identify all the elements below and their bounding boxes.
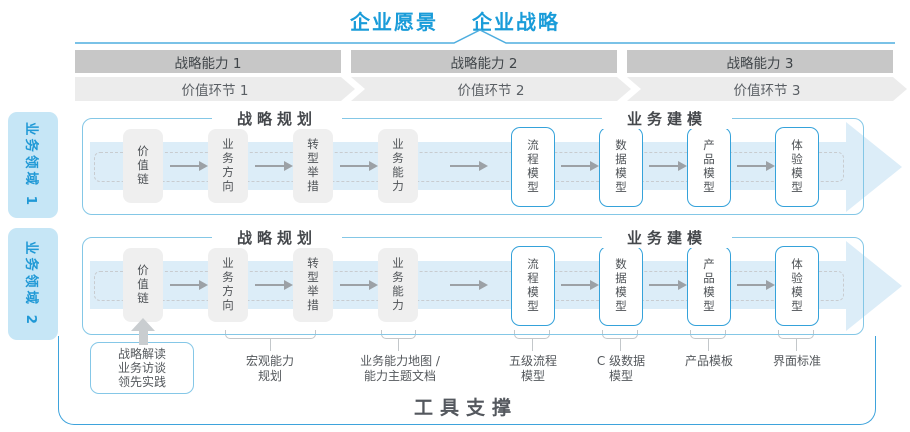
- box-data-model: 数据模型: [599, 127, 643, 207]
- domain-tab-1: 业务领域 1: [8, 112, 58, 218]
- flow-arrow: [340, 161, 378, 171]
- box-experience-model: 体验模型: [775, 246, 819, 326]
- label-ui-standard: 界面标准: [772, 354, 822, 368]
- inputs-line: 业务访谈: [117, 361, 166, 375]
- capability-bar-1: 战略能力 1: [75, 50, 341, 73]
- dashed-track: [94, 271, 844, 301]
- box-transformation-initiatives: 转型举措: [293, 129, 333, 203]
- tools-support-container: [58, 336, 876, 425]
- value-chevron-3: 价值环节 3: [627, 77, 907, 101]
- flow-arrow: [340, 280, 378, 290]
- up-arrow-shaft: [138, 331, 148, 345]
- domain-tab-2-label: 业务领域 2: [23, 240, 39, 328]
- flow-arrow: [170, 161, 208, 171]
- flow-band-arrowhead: [846, 122, 902, 212]
- capability-bar-2: 战略能力 2: [351, 50, 617, 73]
- box-value-chain: 价值链: [123, 248, 163, 322]
- flow-arrow: [170, 280, 208, 290]
- box-process-model: 流程模型: [511, 127, 555, 207]
- tools-support-label: 工具支撑: [413, 397, 518, 419]
- flow-arrow: [561, 161, 599, 171]
- strategy-inputs-box: 战略解读 业务访谈 领先实践: [90, 342, 194, 394]
- bracket-process-model: [514, 330, 550, 351]
- bracket-data-model: [602, 330, 638, 351]
- box-value-chain: 价值链: [123, 129, 163, 203]
- inputs-line: 战略解读: [117, 347, 166, 361]
- planning-section-title: 战略规划: [212, 227, 342, 248]
- label-product-template: 产品模板: [684, 354, 734, 368]
- inputs-line: 领先实践: [117, 375, 166, 389]
- domain-tab-1-label: 业务领域 1: [23, 121, 39, 209]
- domain-tab-2: 业务领域 2: [8, 228, 58, 340]
- flow-arrow: [450, 161, 488, 171]
- up-arrow-head: [131, 318, 155, 331]
- box-process-model: 流程模型: [511, 246, 555, 326]
- label-capability-map-docs: 业务能力地图 / 能力主题文档: [360, 354, 440, 383]
- domain-row-1: 战略规划 业务建模 价值链 业务方向 转型举措 业务能力 流程模型 数据模型 产…: [82, 108, 902, 215]
- flow-arrow: [737, 161, 775, 171]
- up-arrow: [131, 318, 155, 345]
- bracket-ui-standard: [778, 330, 814, 351]
- box-experience-model: 体验模型: [775, 127, 819, 207]
- vision-title: 企业愿景: [350, 10, 438, 34]
- dashed-track: [94, 152, 844, 182]
- box-business-capability: 业务能力: [378, 129, 418, 203]
- label-c-level-data-model: C 级数据 模型: [596, 354, 646, 383]
- header: 企业愿景 企业战略: [0, 6, 910, 35]
- flow-arrow: [561, 280, 599, 290]
- planning-section-title: 战略规划: [212, 108, 342, 129]
- box-transformation-initiatives: 转型举措: [293, 248, 333, 322]
- flow-arrow: [255, 161, 293, 171]
- header-divider-line: [75, 29, 895, 44]
- box-business-direction: 业务方向: [208, 129, 248, 203]
- label-macro-capability-planning: 宏观能力 规划: [245, 354, 295, 383]
- modeling-section-title: 业务建模: [602, 227, 732, 248]
- value-chevron-2: 价值环节 2: [351, 77, 631, 101]
- capability-bar-3: 战略能力 3: [627, 50, 893, 73]
- modeling-section-title: 业务建模: [602, 108, 732, 129]
- box-data-model: 数据模型: [599, 246, 643, 326]
- box-business-capability: 业务能力: [378, 248, 418, 322]
- box-product-model: 产品模型: [687, 246, 731, 326]
- value-chevron-1: 价值环节 1: [75, 77, 355, 101]
- flow-arrow: [649, 280, 687, 290]
- flow-arrow: [737, 280, 775, 290]
- bracket-macro-capability: [225, 330, 316, 351]
- flow-arrow: [649, 161, 687, 171]
- box-product-model: 产品模型: [687, 127, 731, 207]
- flow-band-arrowhead: [846, 241, 902, 331]
- flow-arrow: [255, 280, 293, 290]
- box-business-direction: 业务方向: [208, 248, 248, 322]
- flow-arrow: [450, 280, 488, 290]
- label-level5-process-model: 五级流程 模型: [508, 354, 558, 383]
- bracket-capability-map: [381, 330, 416, 351]
- domain-row-2: 战略规划 业务建模 价值链 业务方向 转型举措 业务能力 流程模型 数据模型 产…: [82, 227, 902, 335]
- bracket-product-template: [690, 330, 726, 351]
- strategy-title: 企业战略: [472, 10, 560, 34]
